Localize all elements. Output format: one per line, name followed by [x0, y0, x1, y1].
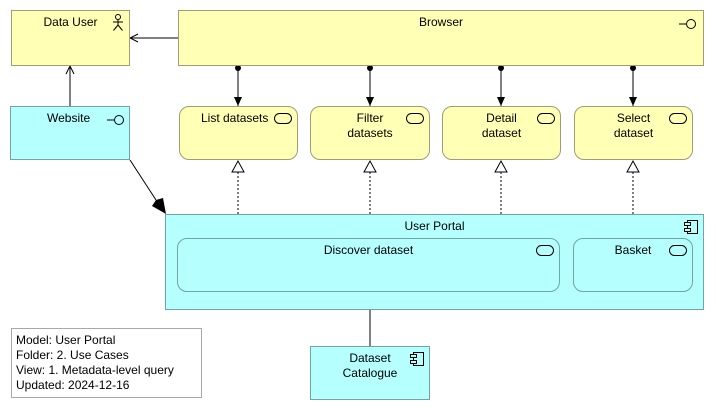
filter-datasets-label-line2: datasets [347, 126, 393, 140]
list-datasets-label: List datasets [201, 111, 269, 125]
website-label: Website [47, 111, 91, 125]
user-portal-label: User Portal [404, 219, 465, 233]
detail-dataset-node[interactable]: Detail dataset [442, 106, 561, 160]
select-dataset-node[interactable]: Select dataset [574, 106, 693, 160]
filter-datasets-node[interactable]: Filter datasets [310, 106, 430, 160]
actor-icon [113, 14, 123, 31]
browser-to-services [234, 65, 637, 106]
interface-icon [679, 19, 696, 29]
legend-folder: Folder: 2. Use Cases [16, 348, 129, 362]
service-icon [669, 113, 687, 124]
service-icon [669, 245, 687, 256]
model-info-legend: Model: User Portal Folder: 2. Use Cases … [11, 328, 202, 398]
basket-node[interactable]: Basket [573, 238, 693, 292]
detail-dataset-label-line2: dataset [481, 126, 522, 140]
legend-view: View: 1. Metadata-level query [16, 363, 174, 377]
filter-datasets-label-line1: Filter [356, 111, 384, 125]
select-dataset-label-line2: dataset [613, 126, 654, 140]
browser-node[interactable]: Browser [178, 10, 704, 66]
data-user-label: Data User [43, 15, 98, 29]
dataset-catalogue-label-line2: Catalogue [342, 366, 398, 380]
discover-dataset-label: Discover dataset [323, 243, 414, 257]
component-icon [684, 220, 698, 234]
component-icon [410, 352, 424, 366]
service-icon [274, 113, 292, 124]
legend-model: Model: User Portal [16, 333, 116, 347]
interface-icon [107, 115, 124, 125]
service-icon [536, 245, 554, 256]
composition-website-portal [129, 159, 166, 214]
service-icon [406, 113, 424, 124]
basket-label: Basket [614, 243, 652, 257]
website-node[interactable]: Website [10, 106, 130, 160]
browser-label: Browser [418, 15, 463, 29]
list-datasets-node[interactable]: List datasets [179, 106, 298, 160]
service-icon [537, 113, 555, 124]
discover-dataset-node[interactable]: Discover dataset [177, 238, 560, 292]
dataset-catalogue-label-line1: Dataset [349, 351, 391, 365]
data-user-node[interactable]: Data User [11, 10, 130, 66]
dataset-catalogue-node[interactable]: Dataset Catalogue [310, 346, 430, 400]
select-dataset-label-line1: Select [616, 111, 651, 125]
legend-updated: Updated: 2024-12-16 [16, 378, 130, 392]
detail-dataset-label-line1: Detail [486, 111, 517, 125]
